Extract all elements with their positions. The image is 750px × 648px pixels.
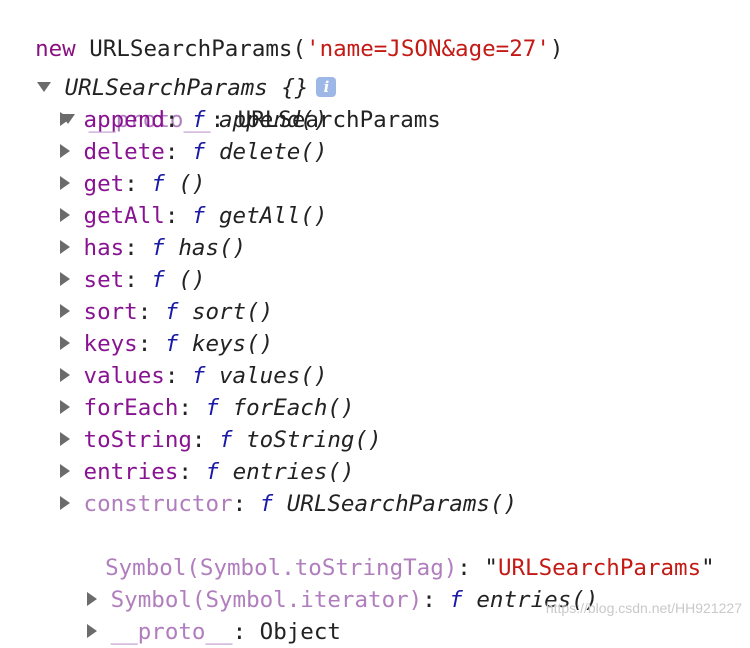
iterator-row[interactable]: Symbol(Symbol.iterator): f entries() [60, 552, 598, 613]
proto-entry-row[interactable]: values: f values() [60, 360, 327, 392]
entry-function-name: toString() [246, 427, 382, 453]
entry-function-name: append() [219, 107, 328, 133]
entry-key: set [83, 267, 125, 293]
function-f-icon: f [191, 363, 206, 389]
proto-entry-row[interactable]: append: f append() [60, 104, 327, 136]
proto-value: URLSearchParams [237, 107, 441, 133]
expand-right-icon[interactable] [60, 400, 70, 414]
command-callee: URLSearchParams( [89, 36, 307, 62]
entry-function-name: forEach() [232, 395, 355, 421]
entry-key: append [83, 107, 165, 133]
expand-right-icon[interactable] [60, 208, 70, 222]
function-f-icon: f [164, 299, 179, 325]
result-object-row[interactable]: URLSearchParams {} i [10, 40, 337, 101]
tostringtag-value: URLSearchParams [497, 555, 702, 581]
entry-function-name: entries() [232, 459, 355, 485]
expand-right-icon[interactable] [60, 496, 70, 510]
entry-key: toString [83, 427, 192, 453]
expand-right-icon[interactable] [60, 304, 70, 318]
inner-proto-row[interactable]: __proto__: Object [60, 584, 341, 645]
function-f-icon: f [191, 203, 206, 229]
function-f-icon: f [205, 459, 220, 485]
expand-right-icon[interactable] [60, 240, 70, 254]
tostringtag-key: Symbol(Symbol.toStringTag) [105, 555, 458, 581]
console-command-line: new URLSearchParams('name=JSON&age=27') [8, 1, 563, 62]
function-f-icon: f [191, 107, 206, 133]
proto-entry-row[interactable]: delete: f delete() [60, 136, 327, 168]
inner-proto-key: __proto__ [110, 619, 233, 645]
function-f-icon: f [191, 139, 206, 165]
tostringtag-row: Symbol(Symbol.toStringTag): "URLSearchPa… [105, 555, 715, 581]
entry-key: delete [83, 139, 165, 165]
expand-right-icon[interactable] [60, 336, 70, 350]
entry-function-name: delete() [219, 139, 328, 165]
entry-key: forEach [83, 395, 179, 421]
result-object-braces: {} [281, 75, 309, 101]
expand-down-icon[interactable] [37, 82, 52, 92]
function-f-icon: f [219, 427, 233, 453]
entry-key: get [83, 171, 125, 197]
function-f-icon: f [151, 267, 165, 293]
info-icon[interactable]: i [316, 76, 337, 97]
entry-key: values [83, 363, 165, 389]
command-argument: 'name=JSON&age=27' [306, 36, 550, 62]
proto-entry-row[interactable]: sort: f sort() [60, 296, 273, 328]
entry-function-name: () [178, 171, 206, 197]
function-f-icon: f [259, 491, 274, 517]
entry-key: sort [83, 299, 138, 325]
entry-key: has [83, 235, 125, 261]
proto-entry-row[interactable]: entries: f entries() [60, 456, 354, 488]
entry-key: constructor [83, 491, 233, 517]
iterator-key: Symbol(Symbol.iterator) [110, 587, 423, 613]
proto-entry-row[interactable]: constructor: f URLSearchParams() [60, 488, 517, 520]
expand-right-icon[interactable] [87, 624, 98, 638]
function-f-icon: f [151, 235, 165, 261]
proto-entry-row[interactable]: forEach: f forEach() [60, 392, 354, 424]
inner-proto-value: Object [259, 619, 341, 645]
expand-right-icon[interactable] [60, 272, 70, 286]
expand-right-icon[interactable] [60, 464, 70, 478]
function-f-icon: f [151, 171, 165, 197]
proto-entry-row[interactable]: toString: f toString() [60, 424, 382, 456]
proto-row[interactable]: __proto__: URLSearchParams [34, 72, 441, 133]
proto-entry-row[interactable]: keys: f keys() [60, 328, 273, 360]
proto-entry-row[interactable]: getAll: f getAll() [60, 200, 327, 232]
expand-right-icon[interactable] [87, 592, 98, 606]
iterator-function-name: entries() [476, 587, 599, 613]
entry-function-name: values() [219, 363, 328, 389]
result-object-label: URLSearchParams [64, 75, 268, 101]
expand-right-icon[interactable] [60, 368, 70, 382]
entry-function-name: sort() [191, 299, 274, 325]
proto-entry-row[interactable]: has: f has() [60, 232, 246, 264]
expand-right-icon[interactable] [60, 176, 70, 190]
entry-key: entries [83, 459, 179, 485]
entry-function-name: keys() [191, 331, 274, 357]
entry-key: keys [83, 331, 138, 357]
entry-key: getAll [83, 203, 165, 229]
entry-function-name: has() [178, 235, 247, 261]
entry-function-name: URLSearchParams() [286, 491, 518, 517]
expand-right-icon[interactable] [60, 432, 70, 446]
new-keyword: new [35, 36, 76, 62]
entry-function-name: () [178, 267, 206, 293]
proto-entry-row[interactable]: get: f () [60, 168, 205, 200]
entry-function-name: getAll() [219, 203, 328, 229]
function-f-icon: f [205, 395, 220, 421]
proto-key: __proto__ [88, 107, 211, 133]
command-close-paren: ) [549, 36, 564, 62]
function-f-icon: f [164, 331, 179, 357]
proto-entry-row[interactable]: set: f () [60, 264, 205, 296]
watermark: https://blog.csdn.net/HH921227 [545, 600, 742, 616]
expand-right-icon[interactable] [60, 112, 70, 126]
function-f-icon: f [449, 587, 463, 613]
expand-right-icon[interactable] [60, 144, 70, 158]
